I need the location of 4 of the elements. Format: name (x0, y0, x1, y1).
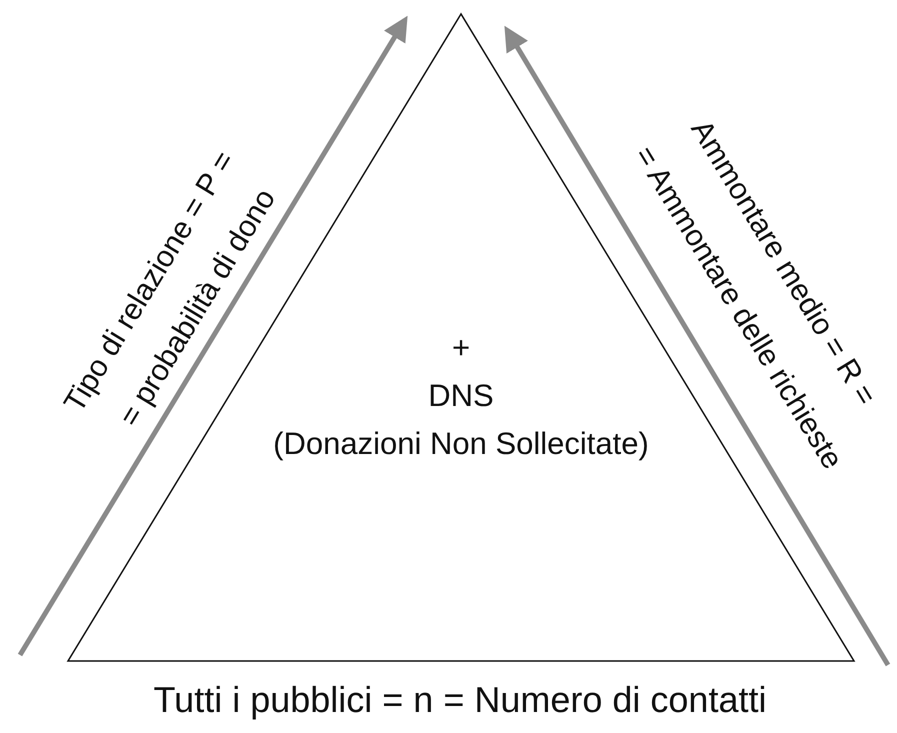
node-text: + (452, 329, 470, 367)
node-text: (Donazioni Non Sollecitate) (273, 425, 649, 463)
node-text: DNS (428, 377, 494, 415)
side-label: Tutti i pubblici = n = Numero di contatti (154, 679, 766, 721)
